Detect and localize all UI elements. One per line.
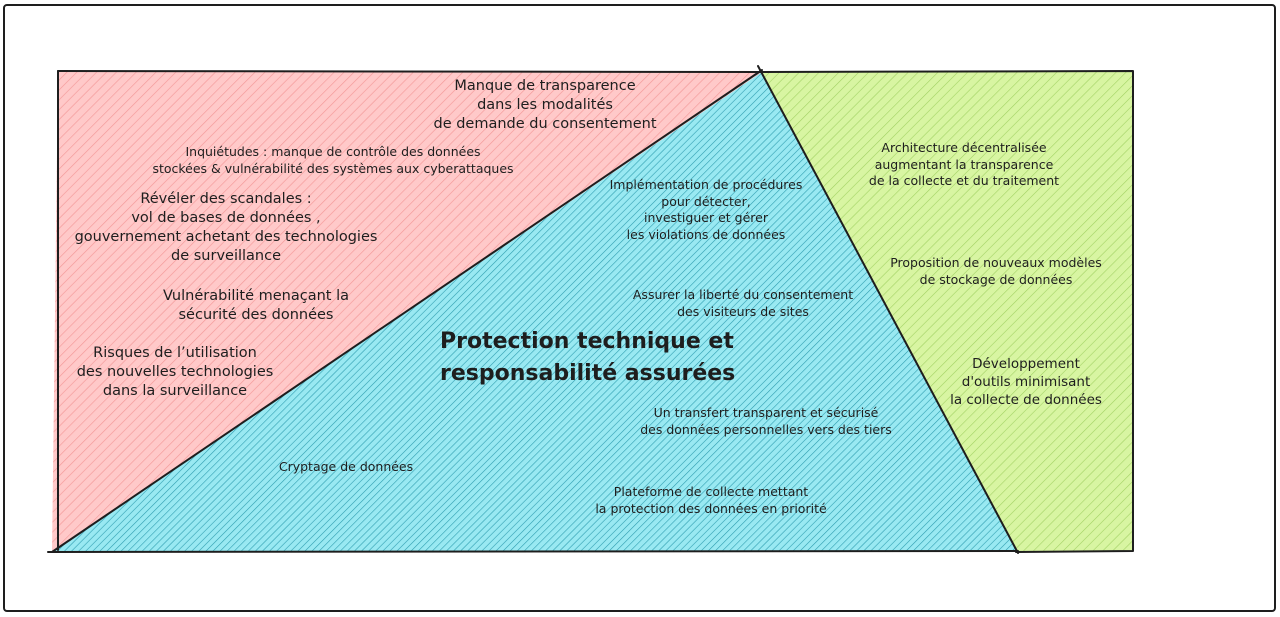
central-title: Protection technique et responsabilité a… [440, 329, 736, 386]
red-label-transparency: Manque de transparence dans les modalité… [433, 78, 657, 133]
blue-label-breach-procedures: Implémentation de procédures pour détect… [609, 177, 803, 242]
outer-frame [3, 4, 1276, 612]
diagram-outlines [47, 65, 1134, 554]
green-label-minimization-tools: Développement d'outils minimisant la col… [950, 356, 1102, 408]
blue-label-encryption: Cryptage de données [278, 459, 414, 474]
red-label-surveillance-risks: Risques de l’utilisation des nouvelles t… [76, 345, 274, 400]
blue-label-consent-freedom: Assurer la liberté du consentement des v… [632, 287, 854, 319]
green-label-decentralized: Architecture décentralisée augmentant la… [868, 140, 1060, 188]
red-label-scandals: Révéler des scandales : vol de bases de … [74, 191, 378, 265]
blue-zone-protection [52, 72, 1016, 552]
blue-label-privacy-platform: Plateforme de collecte mettant la protec… [595, 484, 827, 516]
green-zone-solutions [762, 72, 1133, 551]
red-label-vulnerability: Vulnérabilité menaçant la sécurité des d… [163, 288, 349, 324]
green-label-storage-models: Proposition de nouveaux modèles de stock… [890, 255, 1102, 287]
blue-label-secure-transfer: Un transfert transparent et sécurisé des… [640, 405, 892, 437]
red-label-concerns: Inquiétudes : manque de contrôle des don… [152, 144, 514, 176]
